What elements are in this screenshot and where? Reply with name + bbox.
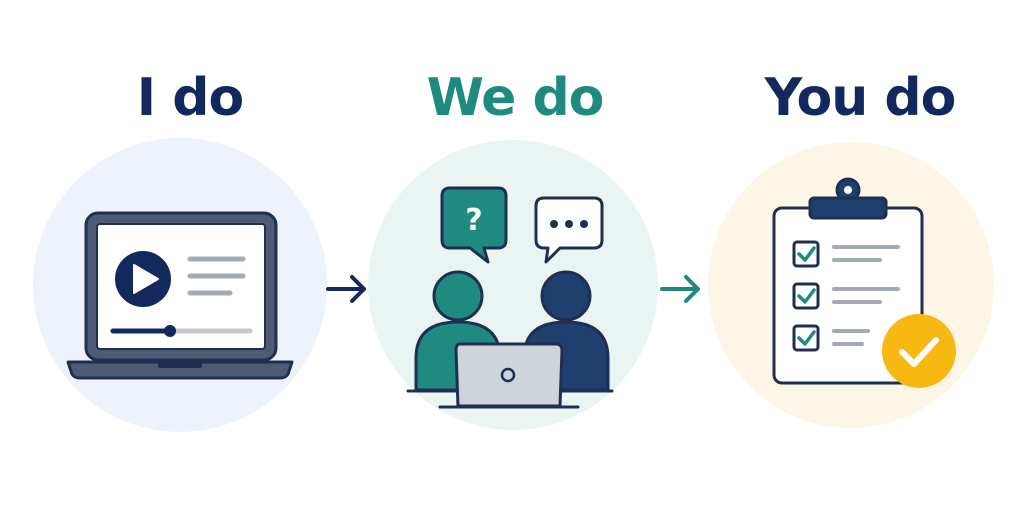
clipboard-clip — [808, 177, 888, 220]
play-icon — [115, 251, 171, 307]
arrow-right-icon — [660, 275, 700, 303]
video-progress-bar — [110, 325, 253, 337]
laptop-icon — [438, 342, 580, 409]
stage-title-i-do: I do — [136, 68, 244, 128]
checklist-row — [792, 324, 870, 352]
laptop-base — [66, 360, 294, 380]
collaboration-icon: ? — [406, 186, 614, 409]
speech-bubble-dots-icon — [534, 196, 604, 264]
arrow-right-icon — [326, 275, 366, 303]
laptop-video-icon — [66, 211, 294, 380]
content-lines-icon — [187, 256, 246, 296]
clipboard-checklist-icon — [772, 177, 956, 388]
question-mark: ? — [465, 203, 482, 238]
check-badge-icon — [882, 314, 956, 388]
checklist-row — [792, 282, 900, 310]
stage-title-you-do: You do — [764, 68, 957, 128]
stage-title-we-do: We do — [426, 68, 605, 128]
checklist-row — [792, 240, 900, 268]
question-bubble-icon: ? — [440, 186, 508, 264]
laptop-notch — [158, 362, 202, 368]
